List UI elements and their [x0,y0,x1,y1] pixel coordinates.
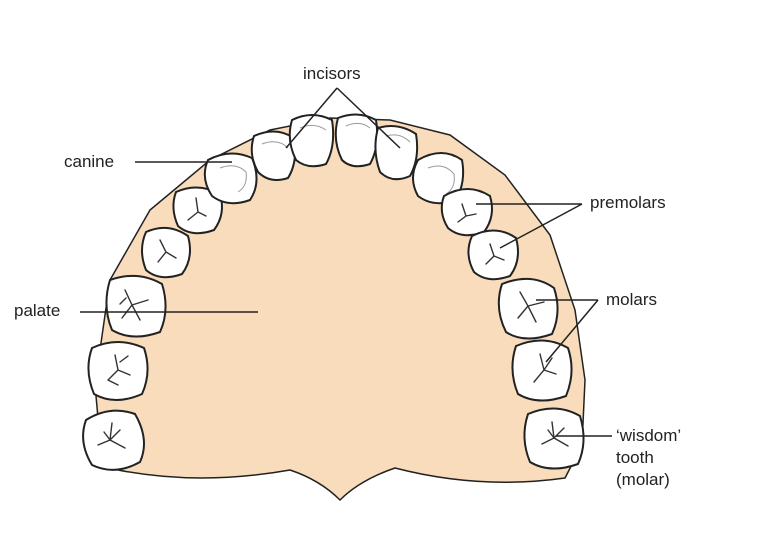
leader-incisors [285,87,401,149]
tooth-left-molar-2 [87,341,149,401]
label-premolars: premolars [590,193,666,212]
tooth-left-central-incisor [288,114,335,168]
leader-premolars [476,203,583,249]
tooth-right-lateral-incisor [374,125,419,181]
tooth-left-molar-1 [105,274,167,338]
tooth-right-central-incisor [334,113,379,168]
label-wisdom-line2: tooth [616,448,654,467]
label-wisdom-line1: ‘wisdom’ [616,426,682,445]
tooth-left-lateral-incisor [250,130,297,181]
tooth-left-wisdom [82,409,145,471]
tooth-right-wisdom [523,407,585,470]
tooth-left-canine [203,152,258,205]
tooth-right-molar-2 [511,339,573,402]
tooth-right-premolar-1 [440,188,493,237]
tooth-right-premolar-2 [467,229,519,281]
label-incisors: incisors [303,64,361,83]
leader-molars [536,299,599,363]
label-molars: molars [606,290,658,309]
label-palate: palate [14,301,61,320]
label-wisdom-line3: (molar) [616,470,670,489]
tooth-left-premolar-2 [141,226,191,279]
label-canine: canine [64,152,115,171]
tooth-right-molar-1 [497,277,559,340]
